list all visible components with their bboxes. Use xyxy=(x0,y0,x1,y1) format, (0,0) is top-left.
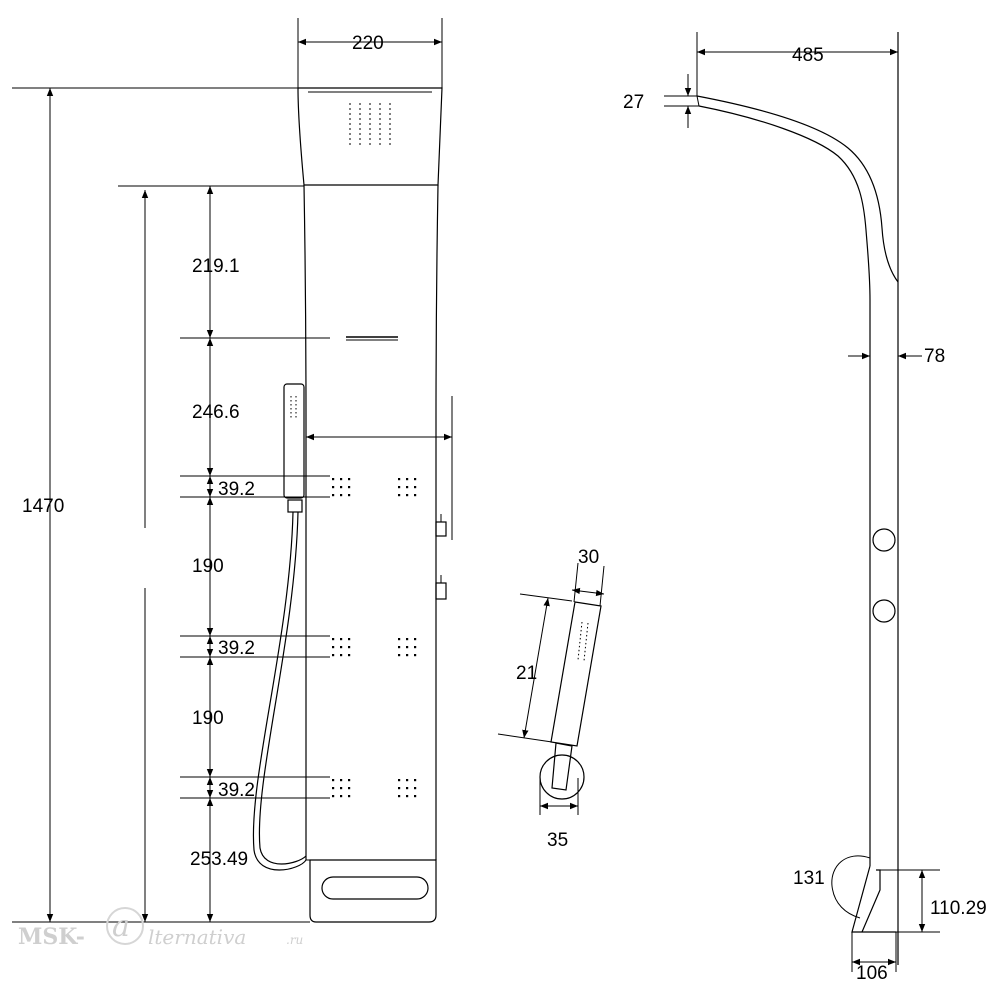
body-jets xyxy=(332,478,417,798)
side-view-panel xyxy=(696,32,940,965)
jet-nozzle xyxy=(332,646,335,649)
jet-nozzle xyxy=(340,654,343,657)
dim-hand-length: 21 xyxy=(516,663,537,684)
hand-shower-dimensions: 30 21 35 xyxy=(497,547,605,851)
jet-nozzle xyxy=(348,478,351,481)
hand-shower-detail xyxy=(539,601,602,800)
dim-width-top: 220 xyxy=(352,33,384,54)
jet-nozzle xyxy=(340,494,343,497)
jet-nozzle xyxy=(398,494,401,497)
jet-nozzle xyxy=(414,494,417,497)
jet-nozzle xyxy=(414,638,417,641)
watermark-logo: MSK- a lternativa .ru xyxy=(18,907,303,950)
jet-nozzle xyxy=(340,486,343,489)
dim-base-height: 110.29 xyxy=(930,898,987,919)
jet-nozzle xyxy=(398,779,401,782)
dim-section-3: 190 xyxy=(192,556,224,577)
side-dimensions: 485 27 78 131 110.29 106 xyxy=(623,32,987,984)
front-view-panel xyxy=(297,87,447,923)
jet-nozzle xyxy=(340,779,343,782)
jet-nozzle xyxy=(398,478,401,481)
jet-nozzle xyxy=(348,638,351,641)
rain-head-nozzles xyxy=(349,103,391,145)
jet-nozzle xyxy=(332,494,335,497)
dim-head-thickness: 27 xyxy=(623,92,644,113)
jet-nozzle xyxy=(406,646,409,649)
jet-nozzle xyxy=(406,478,409,481)
jet-nozzle xyxy=(414,787,417,790)
dim-depth: 78 xyxy=(924,346,945,367)
jet-nozzle xyxy=(414,646,417,649)
jet-nozzle xyxy=(348,654,351,657)
jet-nozzle xyxy=(332,779,335,782)
front-dimensions: 220 1470 219.1 246.6 39.2 190 39.2 190 3… xyxy=(12,18,453,923)
jet-nozzle xyxy=(414,654,417,657)
jet-nozzle xyxy=(398,646,401,649)
jet-nozzle xyxy=(332,478,335,481)
jet-nozzle xyxy=(414,779,417,782)
jet-nozzle xyxy=(406,486,409,489)
watermark-suffix: .ru xyxy=(286,933,303,947)
jet-nozzle xyxy=(406,494,409,497)
dim-jet-1: 39.2 xyxy=(218,479,255,500)
dim-height-total: 1470 xyxy=(22,496,64,517)
jet-nozzle xyxy=(406,638,409,641)
jet-nozzle xyxy=(398,787,401,790)
jet-nozzle xyxy=(398,638,401,641)
dim-holder-width: 35 xyxy=(547,830,568,851)
jet-nozzle xyxy=(348,795,351,798)
watermark-brand-left: MSK- xyxy=(18,924,85,950)
dim-projection: 485 xyxy=(792,45,824,66)
jet-nozzle xyxy=(348,646,351,649)
jet-nozzle xyxy=(332,795,335,798)
jet-nozzle xyxy=(340,478,343,481)
jet-nozzle xyxy=(414,795,417,798)
jet-nozzle xyxy=(348,787,351,790)
jet-nozzle xyxy=(340,795,343,798)
jet-nozzle xyxy=(348,779,351,782)
jet-nozzle xyxy=(398,486,401,489)
jet-nozzle xyxy=(340,638,343,641)
jet-nozzle xyxy=(406,795,409,798)
jet-nozzle xyxy=(332,486,335,489)
jet-nozzle xyxy=(406,787,409,790)
dim-section-2: 246.6 xyxy=(192,402,240,423)
dim-jet-3: 39.2 xyxy=(218,780,255,801)
jet-nozzle xyxy=(348,486,351,489)
dim-base-width: 106 xyxy=(856,963,888,984)
jet-nozzle xyxy=(414,486,417,489)
jet-nozzle xyxy=(414,478,417,481)
jet-nozzle xyxy=(398,795,401,798)
dim-hand-width: 30 xyxy=(578,547,599,568)
front-hand-shower xyxy=(252,383,307,871)
dim-section-4: 190 xyxy=(192,708,224,729)
jet-nozzle xyxy=(406,654,409,657)
jet-nozzle xyxy=(398,654,401,657)
jet-nozzle xyxy=(406,779,409,782)
dim-section-5: 253.49 xyxy=(190,849,248,870)
jet-nozzle xyxy=(332,787,335,790)
jet-nozzle xyxy=(340,646,343,649)
jet-nozzle xyxy=(348,494,351,497)
watermark-brand-right: lternativa xyxy=(148,925,246,949)
jet-nozzle xyxy=(340,787,343,790)
dim-section-1: 219.1 xyxy=(192,256,240,277)
svg-text:a: a xyxy=(112,909,130,944)
dim-base-angle: 131 xyxy=(793,868,825,889)
jet-nozzle xyxy=(332,638,335,641)
jet-nozzle xyxy=(332,654,335,657)
dim-jet-2: 39.2 xyxy=(218,638,255,659)
